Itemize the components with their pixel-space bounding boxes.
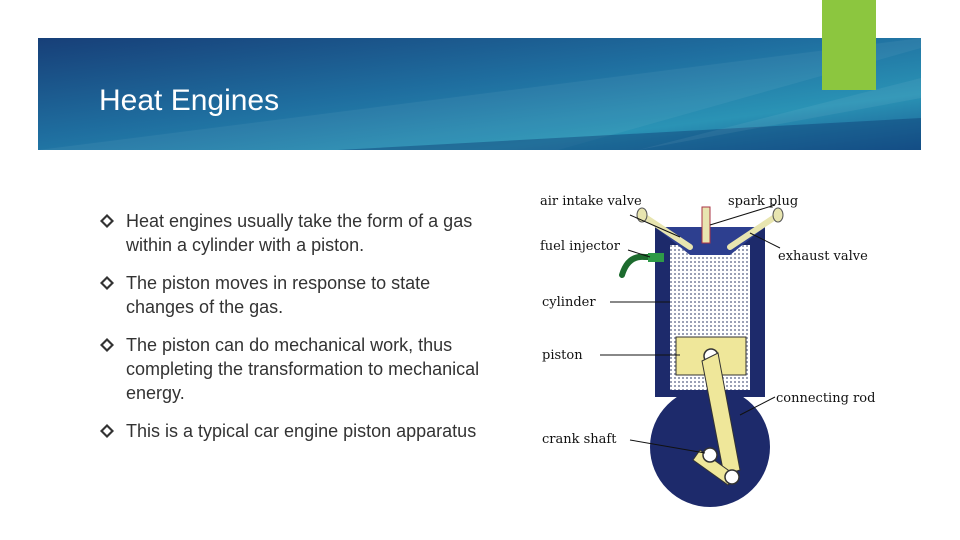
connecting-rod-shape xyxy=(701,352,741,476)
title-banner xyxy=(38,38,921,150)
crank-journal xyxy=(724,469,740,485)
label-air-intake-valve: air intake valve xyxy=(540,194,642,209)
bullet-item: This is a typical car engine piston appa… xyxy=(100,419,500,443)
leader-crank-shaft xyxy=(629,439,706,454)
spark-plug-shape xyxy=(701,206,711,244)
bullet-item: Heat engines usually take the form of a … xyxy=(100,209,500,257)
accent-bar xyxy=(822,0,876,90)
leader-exhaust-valve xyxy=(749,232,781,249)
slide-title: Heat Engines xyxy=(99,84,280,117)
bullet-item: The piston moves in response to state ch… xyxy=(100,271,500,319)
leader-connecting-rod xyxy=(739,396,776,416)
label-crank-shaft: crank shaft xyxy=(542,432,617,447)
bullet-text: The piston moves in response to state ch… xyxy=(126,273,431,317)
leader-fuel-injector xyxy=(627,249,651,258)
label-fuel-injector: fuel injector xyxy=(540,239,621,254)
fuel-injector-nozzle xyxy=(648,253,664,262)
bullet-list: Heat engines usually take the form of a … xyxy=(100,209,500,457)
crankcase xyxy=(650,387,770,507)
label-spark-plug: spark plug xyxy=(728,194,798,209)
diamond-bullet-icon xyxy=(100,214,114,228)
exhaust-valve-stem xyxy=(772,207,784,223)
bullet-item: The piston can do mechanical work, thus … xyxy=(100,333,500,405)
leader-air-intake xyxy=(629,214,681,238)
fuel-injector-shape xyxy=(619,253,663,278)
diamond-bullet-icon xyxy=(100,424,114,438)
diamond-bullet-icon xyxy=(100,276,114,290)
label-connecting-rod: connecting rod xyxy=(776,391,875,406)
bullet-text: Heat engines usually take the form of a … xyxy=(126,211,473,255)
bullet-text: This is a typical car engine piston appa… xyxy=(126,421,477,441)
intake-valve-stem xyxy=(636,207,648,223)
banner-background xyxy=(38,38,921,150)
engine-diagram: air intake valve spark plug fuel injecto… xyxy=(540,194,875,507)
leader-spark-plug xyxy=(709,204,776,226)
diamond-bullet-icon xyxy=(100,338,114,352)
label-cylinder: cylinder xyxy=(542,295,596,310)
bullet-text: The piston can do mechanical work, thus … xyxy=(126,335,480,403)
label-exhaust-valve: exhaust valve xyxy=(778,249,868,264)
label-piston: piston xyxy=(542,348,583,363)
crank-pin xyxy=(702,447,718,463)
